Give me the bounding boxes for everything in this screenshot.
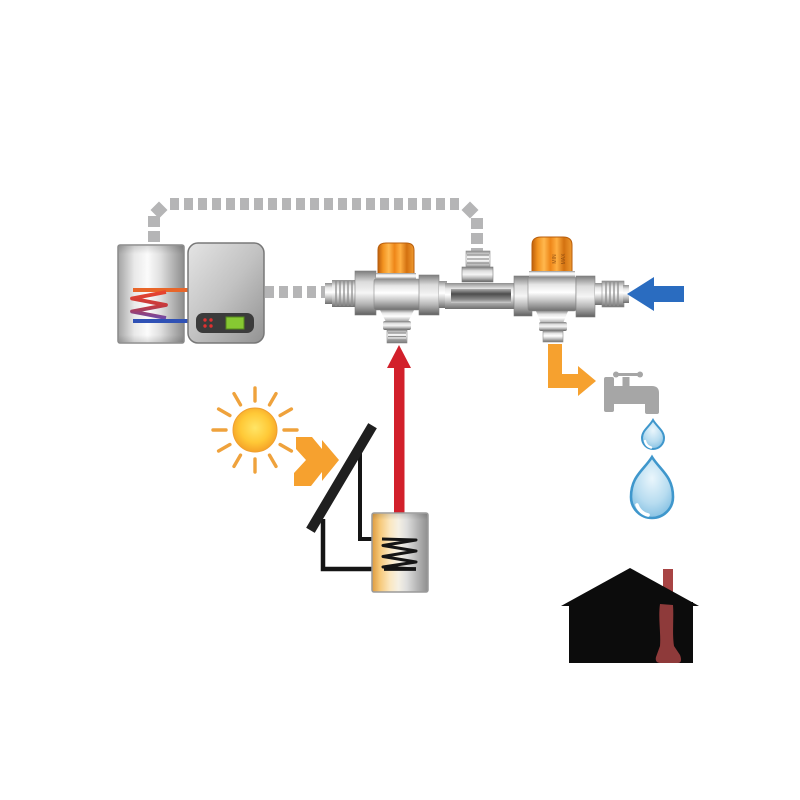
faucet-handle-stem [622,377,630,387]
controller-led [203,318,207,322]
faucet-mount [604,377,614,412]
cold-arrow-shaft [653,286,684,302]
right-fitting-thread [601,280,625,308]
dashed-corner-left [150,201,168,219]
valve-min-label: MIN [552,254,558,264]
faucet-body [614,386,659,414]
center-pipe-reflection [451,289,511,303]
solar-tank [371,512,429,593]
right-valve-cap-ring [529,271,575,278]
faucet-icon [604,371,659,414]
hot-arrow-head [387,345,411,368]
faucet-handle-knob [637,371,643,378]
mixed-arrow-shape [548,344,596,396]
left-outlet-thread-lines [388,332,406,341]
right-fitting-end [623,285,629,303]
cold-water-arrow [627,277,684,311]
hot-arrow-shaft [394,366,405,514]
right-fitting-collar [595,283,602,305]
controller-dashed-link [148,198,483,298]
right-valve-cap [531,236,573,274]
mixing-valve-assembly: MIN MAX [325,236,629,344]
union-nut-left [418,274,440,316]
right-valve-outlet-hex [539,322,567,331]
drop-highlight [643,439,653,449]
left-valve-cap [377,242,415,277]
solar-panel [306,423,377,533]
water-drop-small [640,417,666,450]
cold-arrow-head [627,277,654,311]
sunlight-arrow-shape [294,437,339,486]
left-valve-body [373,278,421,311]
valve-max-label: MAX [561,253,567,265]
controller-screen [225,316,245,330]
pipe-collar-left [439,281,447,308]
solar-tank-coil [381,537,418,571]
house-chimney [663,569,673,593]
controller-led [209,318,213,322]
drop-highlight [635,503,650,517]
sun-rays [211,386,299,474]
solar-tank-top-shade [373,514,427,520]
water-drop-large [629,454,675,520]
faucet-handle-knob [613,371,619,378]
mixed-water-arrow [548,344,596,396]
house-icon [561,568,699,663]
house-downpipe [655,604,682,663]
left-valve-taper [380,310,414,324]
left-fitting-flange [325,283,332,304]
left-fitting-thread-lines [335,281,353,306]
storage-tank-top-shade [119,246,183,254]
right-valve-outlet-thread [542,330,564,343]
right-hex-nut [575,275,596,318]
drop-shape [629,454,675,520]
right-fitting-thread-lines [605,282,619,306]
controller-display [196,313,254,333]
hot-water-arrow [387,345,411,514]
storage-tank [117,244,190,344]
sun-core [232,407,278,453]
sun-icon [211,386,299,474]
sunlight-arrow [294,437,339,486]
left-valve-outlet-hex [383,321,411,330]
heat-exchanger-coil [130,290,168,320]
left-valve-cap-ring [376,273,416,280]
controller-unit [187,242,265,344]
right-valve-body [527,276,577,312]
dashed-corner-right [461,201,479,219]
house-roof [561,568,699,606]
storage-tank-bottom-shade [119,335,183,342]
controller-led [203,324,207,328]
left-hex-nut [354,270,377,316]
drop-shape [640,417,666,450]
tee-hex [461,266,494,283]
solar-pipe-return [320,519,385,572]
controller-led [209,324,213,328]
solar-panel-surface [306,423,377,533]
